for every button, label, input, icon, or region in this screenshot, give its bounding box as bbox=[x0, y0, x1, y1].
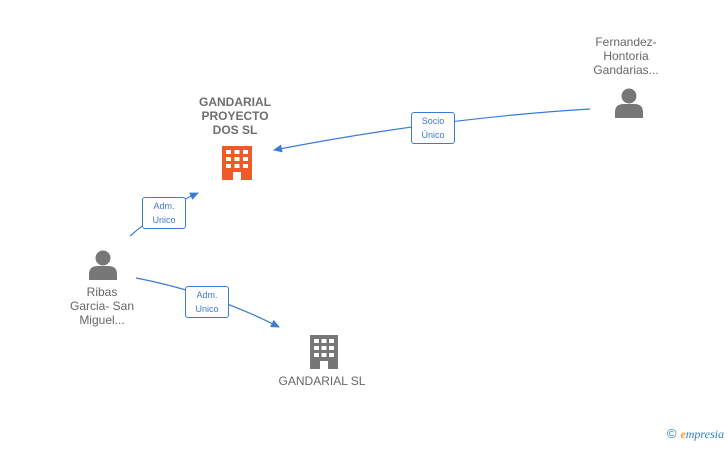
edge-label-line: Unico bbox=[152, 215, 176, 225]
person-label-line: Gandarias... bbox=[593, 63, 659, 77]
company-label-main[interactable]: GANDARIAL PROYECTO DOS SL bbox=[185, 95, 285, 137]
edge-label-socio-unico: Socio Único bbox=[411, 112, 455, 144]
person-icon[interactable] bbox=[615, 88, 643, 119]
company-label-line: DOS SL bbox=[212, 123, 258, 137]
brand-e: e bbox=[680, 427, 686, 441]
person-label-line: Ribas bbox=[86, 285, 118, 299]
person-label-ribas[interactable]: Ribas Garcia- San Miguel... bbox=[52, 285, 152, 327]
company-label-other[interactable]: GANDARIAL SL bbox=[278, 374, 366, 388]
person-icon[interactable] bbox=[89, 250, 117, 281]
company-label-line: PROYECTO bbox=[201, 109, 269, 123]
edge-label-line: Único bbox=[421, 130, 445, 140]
brand-name: mpresia bbox=[685, 427, 724, 441]
edge-label-line: Socio bbox=[421, 116, 445, 126]
brand-logo: ©empresia bbox=[667, 426, 724, 442]
edge-label-line: Adm. bbox=[153, 201, 175, 211]
edge-label-adm-unico-other: Adm. Unico bbox=[185, 286, 229, 318]
person-label-line: Miguel... bbox=[79, 313, 125, 327]
person-label-line: Garcia- San bbox=[69, 299, 135, 313]
copyright-icon: © bbox=[666, 426, 677, 441]
building-icon[interactable] bbox=[310, 335, 338, 369]
person-label-line: Fernandez- bbox=[595, 35, 657, 49]
building-icon[interactable] bbox=[222, 146, 252, 180]
person-label-line: Hontoria bbox=[603, 49, 649, 63]
edge-label-line: Adm. bbox=[196, 290, 218, 300]
edge-label-line: Unico bbox=[195, 304, 219, 314]
company-label-line: GANDARIAL bbox=[199, 95, 271, 109]
edge-label-adm-unico-main: Adm. Unico bbox=[142, 197, 186, 229]
person-label-fernandez[interactable]: Fernandez- Hontoria Gandarias... bbox=[576, 35, 676, 77]
